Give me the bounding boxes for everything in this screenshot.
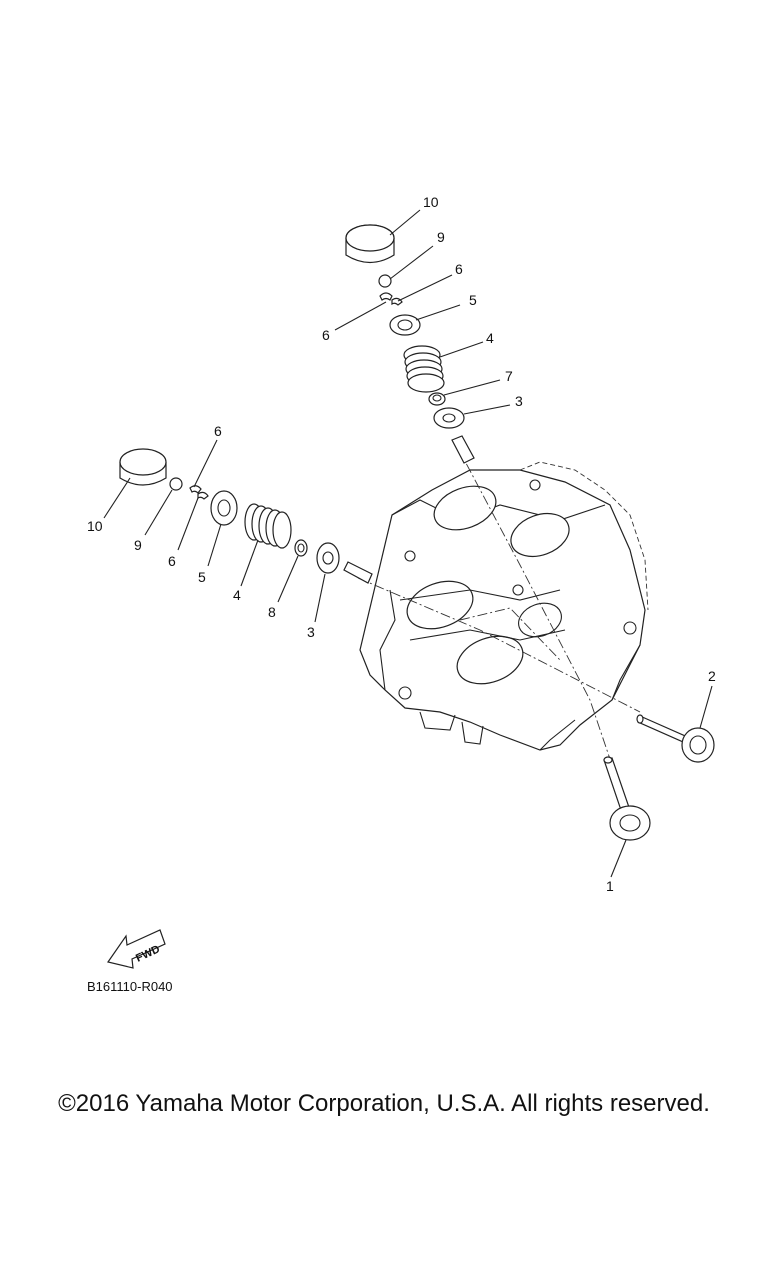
callout-3-left: 3	[307, 624, 315, 640]
valve-pad-9a	[378, 274, 392, 288]
callout-6-left-bottom: 6	[168, 553, 176, 569]
intake-valve-1	[603, 756, 651, 841]
callout-9-upper: 9	[437, 229, 445, 245]
callout-7: 7	[505, 368, 513, 384]
callout-4-upper: 4	[486, 330, 494, 346]
exhaust-valve-2	[636, 714, 715, 763]
valve-lifter-10b	[119, 448, 167, 486]
valve-spring-4b	[244, 503, 292, 549]
valve-spring-4a	[403, 345, 445, 393]
copyright-notice: ©2016 Yamaha Motor Corporation, U.S.A. A…	[58, 1090, 710, 1117]
callout-4-left: 4	[233, 587, 241, 603]
callout-1: 1	[606, 878, 614, 894]
callout-5-left: 5	[198, 569, 206, 585]
cylinder-head	[357, 447, 649, 766]
callout-6-left-top: 6	[214, 423, 222, 439]
callout-5-upper: 5	[469, 292, 477, 308]
callout-2: 2	[708, 668, 716, 684]
fwd-arrow-icon: FWD	[107, 929, 166, 969]
valve-spring-retainer-5a	[389, 314, 421, 336]
valve-spring-seat-3b	[316, 542, 340, 574]
callout-8: 8	[268, 604, 276, 620]
callout-9-left: 9	[134, 537, 142, 553]
leader-lines	[103, 209, 713, 878]
valve-guide-left	[343, 561, 373, 584]
callout-6-upper-right: 6	[455, 261, 463, 277]
callout-10-upper: 10	[423, 194, 439, 210]
valve-stem-seal-7	[428, 392, 446, 406]
valve-lifter-10a	[345, 224, 395, 264]
diagram-reference-code: B161110-R040	[87, 979, 173, 994]
callout-6-upper-left: 6	[322, 327, 330, 343]
valve-stem-seal-8	[294, 539, 308, 557]
valve-pad-9b	[169, 477, 183, 491]
valve-spring-retainer-5b	[210, 490, 238, 526]
valve-cotter-6c	[189, 485, 209, 500]
callout-10-left: 10	[87, 518, 103, 534]
callout-3-upper: 3	[515, 393, 523, 409]
valve-guide-upper	[451, 435, 475, 464]
valve-spring-seat-3a	[433, 407, 465, 429]
